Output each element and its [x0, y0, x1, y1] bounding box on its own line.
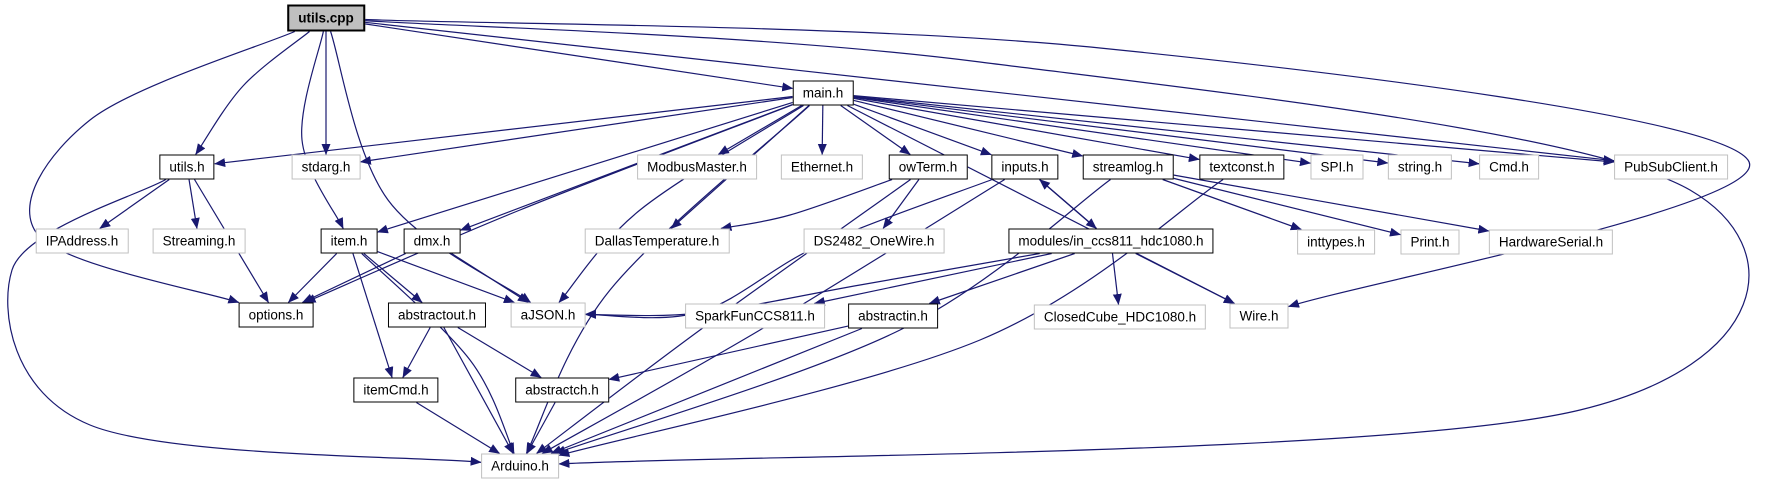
node-textconst-h[interactable]: textconst.h	[1199, 154, 1285, 180]
edge-main-h-to-textconst-h	[853, 97, 1200, 163]
edge-main-h-to-string-h	[853, 96, 1389, 167]
node-inputs-h[interactable]: inputs.h	[991, 154, 1059, 180]
edge-utils-cpp-to-options-h	[29, 30, 296, 304]
edge-main-h-to-pubsubclient-h	[853, 95, 1615, 166]
node-sparkfunccs811-h: SparkFunCCS811.h	[685, 303, 825, 329]
edge-owterm-h-to-arduino-h	[536, 179, 911, 454]
node-closedcube-hdc1080-h: ClosedCube_HDC1080.h	[1033, 304, 1207, 330]
node-main-h[interactable]: main.h	[792, 80, 854, 106]
edge-main-h-to-options-h	[304, 104, 793, 304]
node-options-h[interactable]: options.h	[238, 302, 314, 328]
edge-main-h-to-cmd-h	[853, 95, 1480, 168]
node-abstractout-h[interactable]: abstractout.h	[387, 302, 487, 328]
edge-itemcmd-h-to-arduino-h	[416, 401, 501, 455]
edge-modules-in-ccs811-hdc1080-h-to-closedcube-hdc1080-h	[1111, 253, 1122, 305]
edge-utils-h-to-arduino-h	[7, 178, 482, 466]
edge-modules-in-ccs811-hdc1080-h-to-ajson-h	[584, 252, 1040, 319]
edge-main-h-to-arduino-h	[525, 105, 810, 454]
node-modules-in-ccs811-hdc1080-h[interactable]: modules/in_ccs811_hdc1080.h	[1008, 228, 1214, 254]
edge-utils-cpp-to-main-h	[364, 23, 794, 92]
edge-streamlog-h-to-print-h	[1173, 177, 1401, 237]
node-utils-cpp: utils.cpp	[287, 4, 365, 32]
node-dallastemperature-h: DallasTemperature.h	[584, 228, 730, 254]
edge-utils-cpp-to-item-h	[301, 31, 344, 229]
edge-item-h-to-arduino-h	[361, 253, 515, 454]
edge-owterm-h-to-dallastemperature-h	[720, 178, 893, 231]
edge-abstractout-h-to-abstractch-h	[457, 326, 542, 379]
edge-modules-in-ccs811-hdc1080-h-to-abstractin-h	[928, 252, 1075, 305]
node-ipaddress-h: IPAddress.h	[35, 228, 129, 254]
edge-main-h-to-ajson-h	[558, 104, 804, 303]
node-ethernet-h: Ethernet.h	[780, 154, 864, 180]
edge-utils-cpp-to-ajson-h	[330, 31, 532, 303]
edge-abstractin-h-to-arduino-h	[550, 327, 863, 455]
node-utils-h[interactable]: utils.h	[159, 154, 215, 180]
node-dmx-h[interactable]: dmx.h	[403, 228, 461, 254]
edge-main-h-to-owterm-h	[840, 105, 911, 155]
edge-main-h-to-spi-h	[853, 96, 1311, 167]
edge-utils-cpp-to-arduino-h	[364, 20, 1750, 468]
edge-utils-cpp-to-pubsubclient-h	[364, 21, 1615, 165]
edge-streamlog-h-to-hardwareserial-h	[1173, 174, 1490, 234]
edge-main-h-to-stdarg-h	[359, 96, 793, 165]
node-streamlog-h[interactable]: streamlog.h	[1082, 154, 1174, 180]
node-ajson-h: aJSON.h	[510, 302, 586, 328]
edge-utils-h-to-streaming-h	[188, 179, 200, 229]
edge-inputs-h-to-ajson-h	[584, 178, 993, 319]
edge-main-h-to-utils-h	[214, 95, 793, 168]
node-inttypes-h: inttypes.h	[1297, 229, 1375, 255]
edge-modules-in-ccs811-hdc1080-h-to-inputs-h	[1039, 179, 1097, 229]
node-modbusmaster-h: ModbusMaster.h	[637, 154, 757, 180]
edge-abstractout-h-to-arduino-h	[443, 327, 514, 454]
edge-modules-in-ccs811-hdc1080-h-to-wire-h	[1135, 252, 1235, 305]
edge-modules-in-ccs811-hdc1080-h-to-sparkfunccs811-h	[813, 252, 1052, 306]
node-cmd-h: Cmd.h	[1479, 154, 1539, 180]
edge-abstractout-h-to-itemcmd-h	[402, 327, 431, 378]
edge-item-h-to-ajson-h	[377, 250, 515, 304]
edge-streamlog-h-to-arduino-h	[554, 179, 1111, 455]
edge-streamlog-h-to-inttypes-h	[1162, 178, 1302, 231]
edge-dmx-h-to-options-h	[301, 252, 406, 304]
edge-owterm-h-to-ds2482-onewire-h	[882, 179, 920, 229]
edge-main-h-to-item-h	[376, 101, 793, 234]
node-streaming-h: Streaming.h	[152, 228, 246, 254]
edge-main-h-to-modbusmaster-h	[717, 104, 803, 156]
node-spi-h: SPI.h	[1310, 154, 1364, 180]
edge-abstractch-h-to-arduino-h	[526, 402, 556, 454]
node-wire-h: Wire.h	[1229, 303, 1289, 329]
edge-utils-cpp-to-utils-h	[195, 31, 310, 155]
edge-item-h-to-options-h	[287, 253, 338, 303]
edge-textconst-h-to-arduino-h	[558, 178, 1224, 457]
node-pubsubclient-h: PubSubClient.h	[1614, 154, 1728, 180]
edge-main-h-to-ethernet-h	[817, 105, 827, 155]
edge-utils-h-to-ipaddress-h	[99, 179, 170, 229]
edge-abstractin-h-to-abstractch-h	[608, 325, 849, 382]
node-abstractin-h[interactable]: abstractin.h	[848, 303, 938, 329]
edge-inputs-h-to-arduino-h	[541, 178, 1005, 455]
edge-item-h-to-abstractout-h	[363, 253, 423, 303]
node-owterm-h[interactable]: owTerm.h	[888, 154, 968, 180]
node-arduino-h: Arduino.h	[481, 453, 559, 479]
node-string-h: string.h	[1387, 154, 1453, 180]
node-print-h: Print.h	[1400, 229, 1460, 255]
node-itemcmd-h[interactable]: itemCmd.h	[353, 377, 439, 403]
edge-main-h-to-inputs-h	[853, 103, 992, 156]
node-ds2482-onewire-h: DS2482_OneWire.h	[803, 228, 945, 254]
edge-item-h-to-itemcmd-h	[352, 253, 394, 378]
node-item-h[interactable]: item.h	[320, 228, 378, 254]
node-stdarg-h: stdarg.h	[291, 154, 361, 180]
edge-main-h-to-streamlog-h	[853, 99, 1084, 158]
edge-dmx-h-to-ajson-h	[451, 252, 529, 304]
node-hardwareserial-h: HardwareSerial.h	[1488, 229, 1614, 255]
node-abstractch-h[interactable]: abstractch.h	[515, 377, 609, 403]
